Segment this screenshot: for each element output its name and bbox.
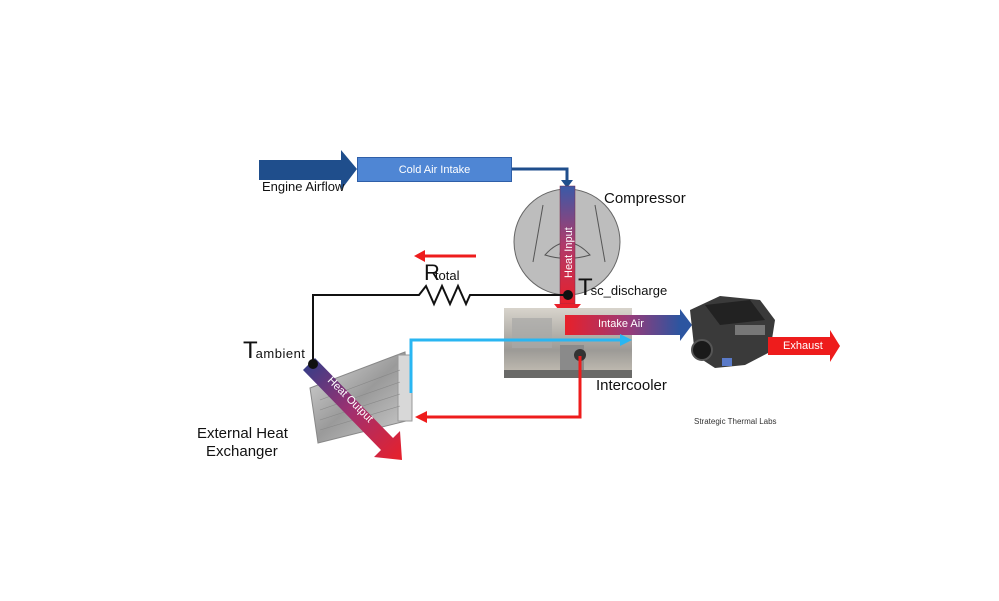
t-discharge-symbol: T [578,274,593,301]
cold-air-intake-box: Cold Air Intake [357,157,512,182]
external-heat-exchanger-label-line1: External Heat [197,425,288,442]
r-total-subscript: total [434,268,460,283]
intake-down-arrowhead [561,180,573,188]
compressor-label: Compressor [604,190,686,207]
exhaust-arrow [768,330,840,362]
intake-air-label: Intake Air [598,318,644,330]
t-ambient-label: Tambient [243,339,305,363]
intake-air-arrow [565,315,680,335]
r-total-symbol: R [424,260,440,285]
t-ambient-node [308,359,318,369]
t-discharge-node [563,290,573,300]
r-total-label: Rtotal [424,262,459,285]
t-ambient-subscript: ambient [255,346,306,361]
coolant-return-arrowhead [415,411,427,423]
coolant-return-line [427,356,582,419]
t-ambient-symbol: T [243,337,258,364]
external-heat-exchanger-label-line2: Exchanger [206,443,278,460]
engine-airflow-arrow [259,150,357,190]
thermal-resistance-wire [312,283,567,364]
coolant-supply-line [409,338,620,393]
credit-label: Strategic Thermal Labs [694,417,777,426]
engine-image [690,296,775,368]
heat-flow-direction-arrowhead [414,250,425,262]
engine-airflow-label: Engine Airflow [262,179,345,194]
heat-output-arrow [303,358,402,460]
t-discharge-subscript: sc_discharge [590,283,668,298]
intake-to-compressor-line [512,167,569,180]
intake-air-arrowhead [680,309,692,341]
coolant-supply-arrowhead [620,334,632,346]
t-discharge-label: Tsc_discharge [578,276,667,300]
heat-input-label: Heat Input [563,227,575,278]
exhaust-label: Exhaust [783,340,823,352]
intercooler-label: Intercooler [596,377,667,394]
